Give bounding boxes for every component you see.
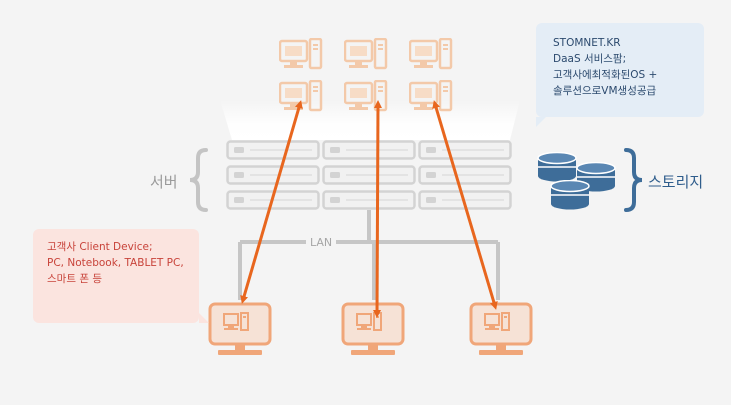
- double-arrow-icon: [240, 100, 303, 304]
- storage-group: [537, 152, 616, 210]
- server-rack-icon: [418, 165, 512, 185]
- callout-line: 고객사 Client Device;: [47, 241, 153, 253]
- server-rack-icon: [322, 140, 416, 160]
- lan-label: LAN: [306, 236, 337, 249]
- callout-line: 스마트 폰 등: [47, 273, 102, 285]
- server-rack-icon: [226, 140, 320, 160]
- database-disk-icon: [537, 152, 577, 182]
- daas-service-callout: STOMNET.KR DaaS 서비스팜; 고객사에최적화된OS + 솔루션으로…: [536, 23, 704, 127]
- double-arrow-icon: [373, 100, 382, 318]
- virtual-pc-farm: [279, 38, 453, 112]
- server-label: 서버: [150, 173, 178, 191]
- server-rack-icon: [322, 165, 416, 185]
- client-device-callout: 고객사 Client Device; PC, Notebook, TABLET …: [33, 229, 209, 323]
- double-arrow-icon: [432, 100, 498, 310]
- callout-line: 솔루션으로VM생성공급: [553, 85, 657, 97]
- light-beam: [220, 100, 520, 140]
- database-disk-icon: [550, 180, 590, 210]
- server-rack-icon: [418, 140, 512, 160]
- curly-brace-icon: [624, 148, 643, 212]
- monitor-client-icon: [341, 302, 405, 357]
- desktop-pc-icon: [409, 38, 453, 70]
- desktop-pc-icon: [279, 38, 323, 70]
- connection-arrows: [240, 100, 498, 318]
- storage-label: 스토리지: [648, 173, 704, 191]
- server-rack-icon: [226, 165, 320, 185]
- monitor-client-icon: [208, 302, 272, 357]
- client-devices: [208, 302, 533, 357]
- callout-tail: [199, 313, 209, 323]
- callout-line: DaaS 서비스팜;: [553, 53, 627, 65]
- monitor-client-icon: [469, 302, 533, 357]
- callout-tail: [536, 117, 546, 127]
- callout-line: STOMNET.KR: [553, 37, 621, 49]
- server-rack-icon: [322, 190, 416, 210]
- server-rack-group: [226, 140, 512, 210]
- curly-brace-icon: [189, 148, 208, 212]
- callout-line: PC, Notebook, TABLET PC,: [47, 257, 184, 269]
- callout-line: 고객사에최적화된OS +: [553, 69, 658, 81]
- desktop-pc-icon: [344, 38, 388, 70]
- lan-network-lines: [238, 210, 500, 300]
